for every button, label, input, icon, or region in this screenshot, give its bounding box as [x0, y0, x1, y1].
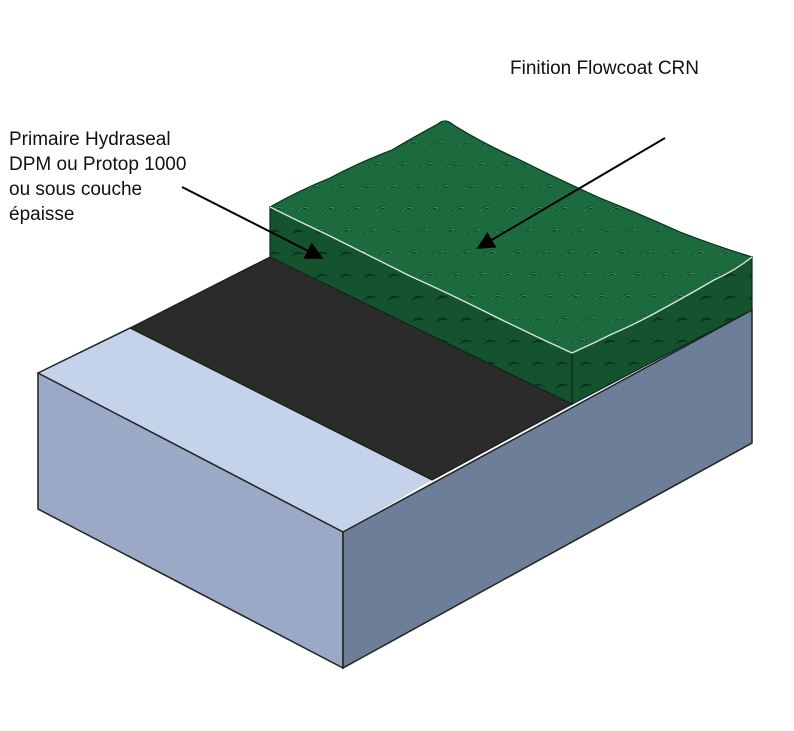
- primer-arrow: [181, 186, 324, 259]
- primer-label-line-4: épaisse: [9, 204, 75, 225]
- flowcoat-layer: [268, 120, 754, 405]
- primer-label-line-2: DPM ou Protop 1000: [9, 154, 186, 175]
- top-coat-label: Finition Flowcoat CRN: [510, 58, 699, 79]
- concrete-side-face: [342, 308, 753, 670]
- primer-label: Primaire Hydraseal DPM ou Protop 1000 ou…: [9, 129, 186, 225]
- primer-label-line-3: ou sous couche: [9, 179, 142, 200]
- top-coat-arrow: [476, 137, 666, 249]
- primer-label-line-1: Primaire Hydraseal: [9, 129, 171, 150]
